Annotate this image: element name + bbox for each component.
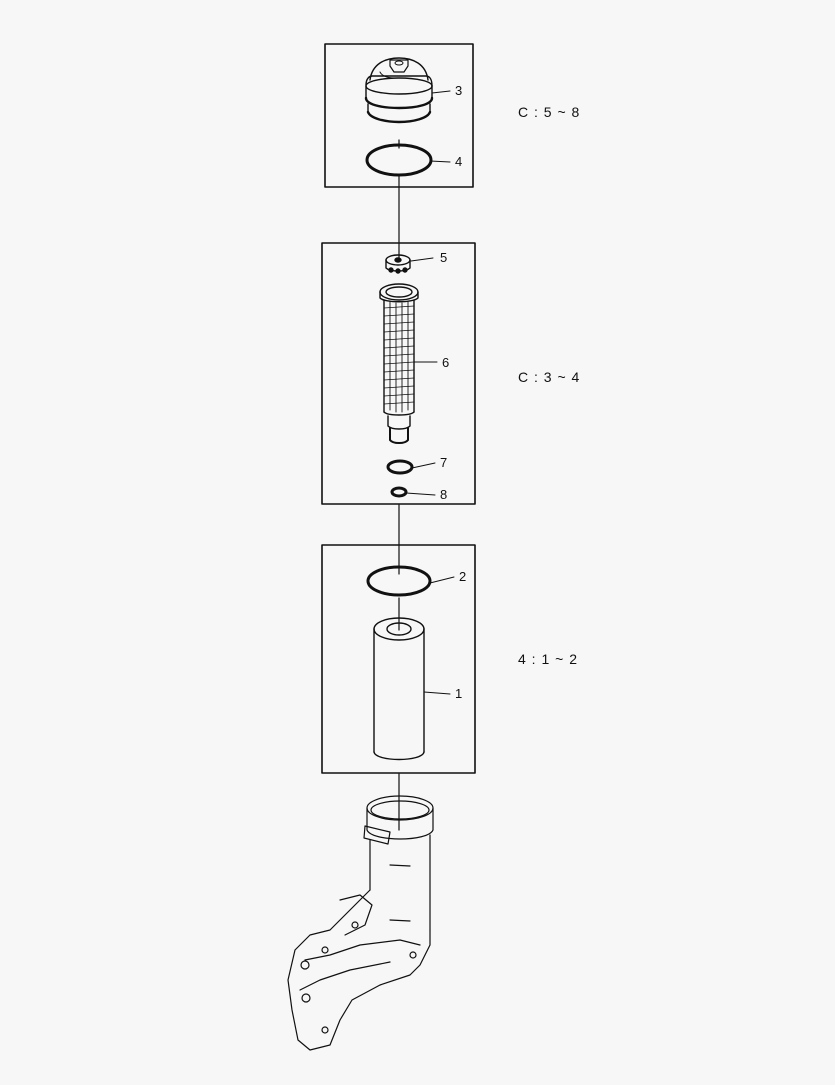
callout-leader-lines: [405, 90, 455, 695]
strainer-mesh: [383, 305, 415, 405]
callout-6: 6: [442, 355, 450, 370]
filter-cap-icon: [364, 57, 434, 124]
small-o-ring-icon: [390, 486, 408, 498]
callout-8: 8: [440, 487, 448, 502]
callout-1: 1: [455, 686, 463, 701]
filter-element-icon: [373, 617, 425, 761]
element-o-ring-icon: [366, 565, 432, 597]
group-label-element: 4 : 1 ~ 2: [518, 651, 578, 667]
group-label-cap: C : 5 ~ 8: [518, 104, 581, 120]
callout-3: 3: [455, 83, 463, 98]
group-box-element: [321, 544, 476, 774]
callout-4: 4: [455, 154, 463, 169]
callout-7: 7: [440, 455, 448, 470]
callout-2: 2: [459, 569, 467, 584]
cap-o-ring-icon: [365, 143, 433, 177]
group-box-strainer: [321, 242, 476, 505]
strainer-screen-icon: [379, 283, 419, 444]
group-box-cap: [324, 43, 474, 188]
callout-5: 5: [440, 250, 448, 265]
oil-filter-housing-icon: [287, 795, 434, 1051]
group-label-strainer: C : 3 ~ 4: [518, 369, 581, 385]
retainer-nut-icon: [385, 254, 411, 274]
o-ring-icon: [386, 459, 414, 475]
